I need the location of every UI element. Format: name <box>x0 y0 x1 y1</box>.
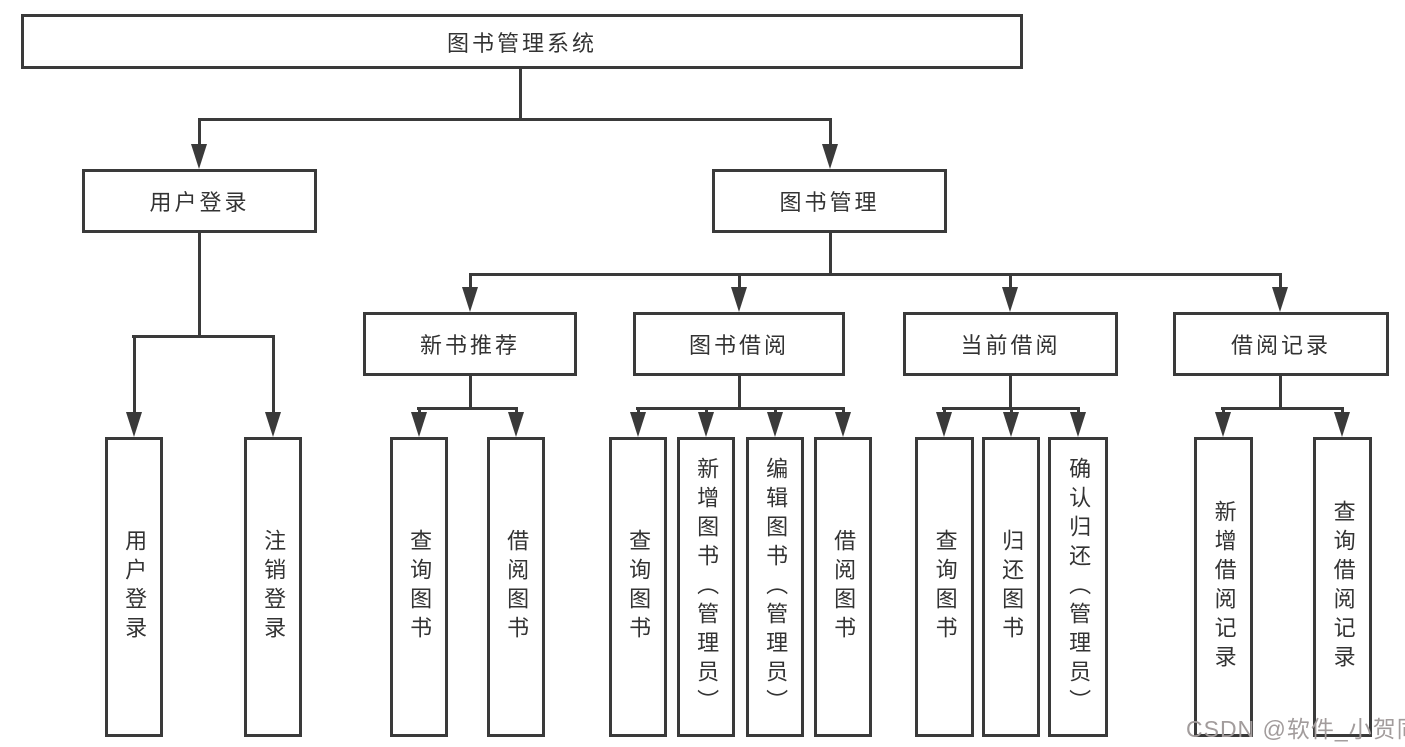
node-label: 图书借阅 <box>688 333 789 358</box>
node-borrow-records: 借阅记录 <box>1173 312 1389 376</box>
arrow-down-icon <box>698 412 714 437</box>
arrow-down-icon <box>1215 412 1231 437</box>
node-label: 图书管理 <box>779 190 880 215</box>
leaf-label: 编辑图书（管理员） <box>763 456 789 718</box>
arrow-down-icon <box>508 412 524 437</box>
connector-vline <box>705 407 708 415</box>
arrow-down-icon <box>265 412 281 437</box>
connector-vline <box>1341 407 1344 415</box>
connector-vline <box>198 118 201 146</box>
connector-vline <box>774 407 777 415</box>
arrow-down-icon <box>1334 412 1350 437</box>
arrow-down-icon <box>191 144 207 169</box>
arrow-down-icon <box>1272 287 1288 312</box>
connector-vline <box>1222 407 1225 415</box>
connector-vline <box>1279 376 1282 407</box>
connector-vline <box>738 273 741 289</box>
leaf-borrow-books-newrec: 借阅图书 <box>487 437 545 737</box>
node-book-management: 图书管理 <box>712 169 947 233</box>
leaf-label: 注销登录 <box>261 529 287 645</box>
connector-hline <box>636 407 845 410</box>
connector-vline <box>829 233 832 273</box>
leaf-label: 借阅图书 <box>504 529 530 645</box>
connector-vline <box>1009 273 1012 289</box>
node-label: 借阅记录 <box>1230 333 1331 358</box>
leaf-add-borrow-record: 新增借阅记录 <box>1194 437 1253 737</box>
arrow-down-icon <box>835 412 851 437</box>
node-current-borrowing: 当前借阅 <box>903 312 1118 376</box>
connector-vline <box>1009 376 1012 407</box>
leaf-user-login: 用户登录 <box>105 437 163 737</box>
leaf-label: 借阅图书 <box>831 529 857 645</box>
leaf-label: 查询借阅记录 <box>1330 500 1356 674</box>
node-root-label: 图书管理系统 <box>446 30 597 56</box>
connector-vline <box>133 335 136 414</box>
node-user-login: 用户登录 <box>82 169 317 233</box>
connector-hline <box>1221 407 1343 410</box>
leaf-label: 确认归还（管理员） <box>1066 456 1092 718</box>
arrow-down-icon <box>731 287 747 312</box>
leaf-query-books-borrow: 查询图书 <box>609 437 667 737</box>
connector-vline <box>1077 407 1080 415</box>
connector-vline <box>1279 273 1282 289</box>
arrow-down-icon <box>126 412 142 437</box>
connector-vline <box>637 407 640 415</box>
connector-vline <box>198 233 201 335</box>
leaf-label: 新增图书（管理员） <box>694 456 720 718</box>
leaf-label: 查询图书 <box>626 529 652 645</box>
connector-hline <box>198 118 831 121</box>
connector-vline <box>738 376 741 407</box>
arrow-down-icon <box>1003 412 1019 437</box>
leaf-confirm-return-admin: 确认归还（管理员） <box>1048 437 1108 737</box>
node-root: 图书管理系统 <box>21 14 1023 69</box>
connector-vline <box>842 407 845 415</box>
leaf-label: 查询图书 <box>932 529 958 645</box>
leaf-label: 查询图书 <box>407 529 433 645</box>
connector-hline <box>132 335 274 338</box>
arrow-down-icon <box>1070 412 1086 437</box>
connector-vline <box>418 407 421 415</box>
connector-vline <box>519 69 522 118</box>
connector-vline <box>469 273 472 289</box>
leaf-return-books: 归还图书 <box>982 437 1040 737</box>
arrow-down-icon <box>411 412 427 437</box>
connector-vline <box>1010 407 1013 415</box>
arrow-down-icon <box>767 412 783 437</box>
connector-hline <box>417 407 517 410</box>
arrow-down-icon <box>462 287 478 312</box>
connector-hline <box>469 273 1281 276</box>
connector-vline <box>943 407 946 415</box>
leaf-logout: 注销登录 <box>244 437 302 737</box>
arrow-down-icon <box>822 144 838 169</box>
node-new-book-recommend: 新书推荐 <box>363 312 577 376</box>
arrow-down-icon <box>630 412 646 437</box>
leaf-add-book-admin: 新增图书（管理员） <box>677 437 735 737</box>
connector-vline <box>469 376 472 407</box>
node-label: 新书推荐 <box>419 333 520 358</box>
node-label: 用户登录 <box>149 190 250 215</box>
arrow-down-icon <box>936 412 952 437</box>
leaf-borrow-books-borrow: 借阅图书 <box>814 437 872 737</box>
leaf-query-borrow-record: 查询借阅记录 <box>1313 437 1372 737</box>
node-label: 当前借阅 <box>960 333 1061 358</box>
leaf-query-books-newrec: 查询图书 <box>390 437 448 737</box>
leaf-label: 用户登录 <box>122 529 148 645</box>
connector-vline <box>272 335 275 414</box>
connector-vline <box>515 407 518 415</box>
node-book-borrowing: 图书借阅 <box>633 312 845 376</box>
leaf-label: 新增借阅记录 <box>1211 500 1237 674</box>
connector-vline <box>829 118 832 146</box>
csdn-watermark: CSDN @软件_小贺同学 <box>1186 716 1405 742</box>
arrow-down-icon <box>1002 287 1018 312</box>
leaf-query-books-current: 查询图书 <box>915 437 974 737</box>
leaf-edit-book-admin: 编辑图书（管理员） <box>746 437 804 737</box>
leaf-label: 归还图书 <box>999 529 1025 645</box>
